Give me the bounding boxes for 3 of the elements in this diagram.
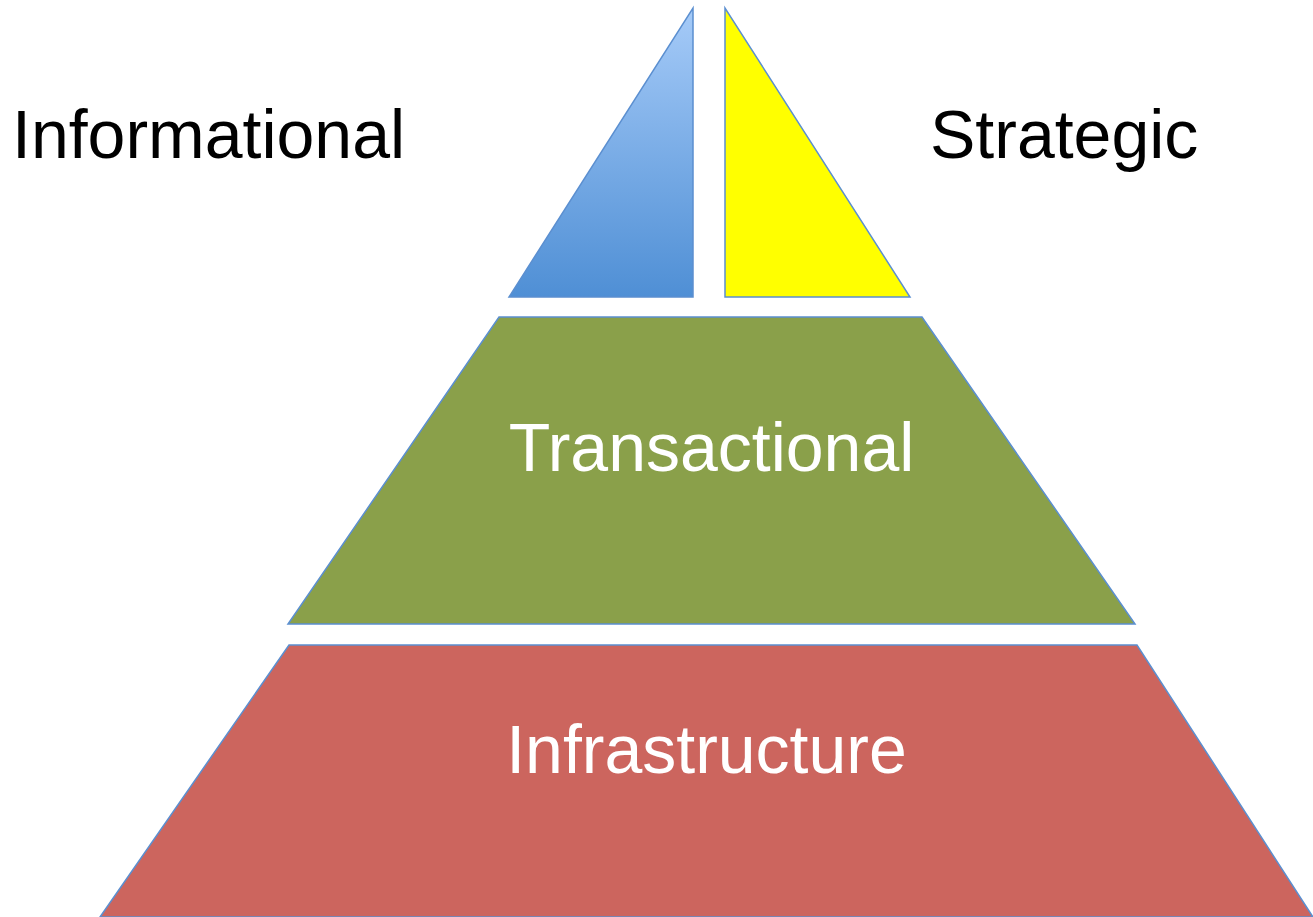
tier-label: Informational xyxy=(12,100,406,168)
tier-label: Infrastructure xyxy=(506,715,907,783)
tier-label: Transactional xyxy=(508,413,915,481)
